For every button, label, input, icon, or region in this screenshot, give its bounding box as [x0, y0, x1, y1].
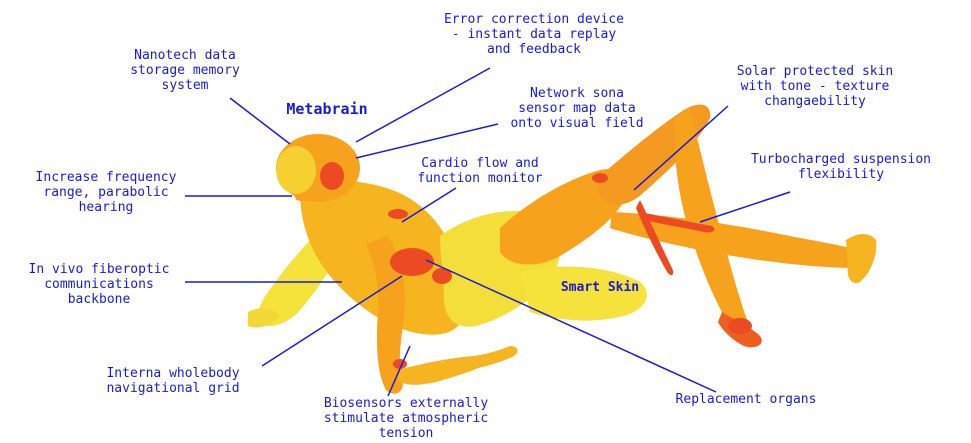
label-frequency: Increase frequency range, parabolic hear…	[16, 170, 196, 215]
leader-network-sona	[356, 124, 498, 158]
label-fiberoptic: In vivo fiberoptic communications backbo…	[14, 262, 184, 307]
label-smart-skin: Smart Skin	[544, 280, 656, 295]
figure-silhouette	[248, 104, 876, 393]
label-wholebody: Interna wholebody navigational grid	[84, 366, 262, 396]
label-nanotech: Nanotech data storage memory system	[118, 48, 252, 93]
label-solar: Solar protected skin with tone - texture…	[712, 64, 918, 109]
label-turbo: Turbocharged suspension flexibility	[724, 152, 958, 182]
label-cardio: Cardio flow and function monitor	[400, 156, 560, 186]
label-error-correction: Error correction device - instant data r…	[418, 12, 650, 57]
label-biosensors: Biosensors externally stimulate atmosphe…	[306, 396, 506, 441]
label-replacement: Replacement organs	[656, 392, 836, 407]
label-metabrain: Metabrain	[268, 102, 386, 117]
label-network-sona: Network sona sensor map data onto visual…	[492, 86, 662, 131]
